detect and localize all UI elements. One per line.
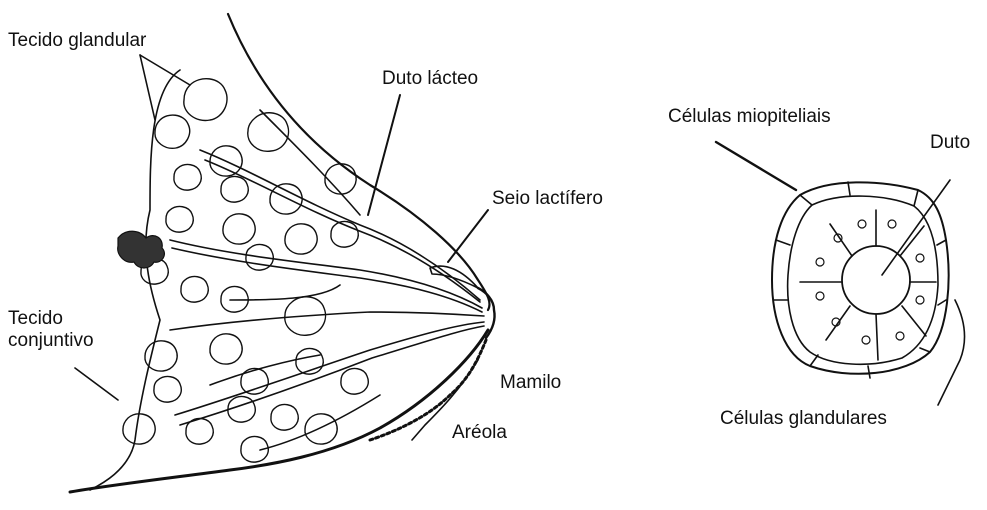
duct-1 xyxy=(200,150,480,300)
label-tecido-conjuntivo: Tecido conjuntivo xyxy=(8,308,94,352)
duct-7 xyxy=(210,355,320,385)
label-celulas-glandulares: Células glandulares xyxy=(720,408,887,430)
duct-4 xyxy=(175,322,484,415)
leader-tecido-glandular-2 xyxy=(140,55,155,120)
duct-3 xyxy=(170,312,484,330)
leader-tecido-conjuntivo xyxy=(75,368,118,400)
tissue-left-edge xyxy=(90,70,180,490)
glandular-cell-walls xyxy=(800,210,936,360)
dark-cluster xyxy=(118,231,165,268)
label-mamilo: Mamilo xyxy=(500,372,561,394)
label-duto: Duto xyxy=(930,132,970,154)
label-celulas-miopiteliais: Células miopiteliais xyxy=(668,106,831,128)
alveolus-outer xyxy=(772,182,949,373)
leader-seio-lactifero xyxy=(448,210,488,262)
duct-5 xyxy=(260,110,360,215)
leader-celulas-miopiteliais xyxy=(716,142,796,190)
label-seio-lactifero: Seio lactífero xyxy=(492,188,603,210)
label-areola: Aréola xyxy=(452,422,507,444)
leader-tecido-glandular-1 xyxy=(140,55,190,85)
label-tecido-glandular: Tecido glandular xyxy=(8,30,146,52)
label-duto-lacteo: Duto lácteo xyxy=(382,68,478,90)
breast-outline-bottom xyxy=(70,330,488,492)
leader-duto-lacteo xyxy=(368,95,400,215)
leader-celulas-glandulares xyxy=(938,300,965,405)
duct-2b xyxy=(172,248,482,312)
alveolus-myo-inner xyxy=(788,196,938,364)
duct-8 xyxy=(260,395,380,450)
